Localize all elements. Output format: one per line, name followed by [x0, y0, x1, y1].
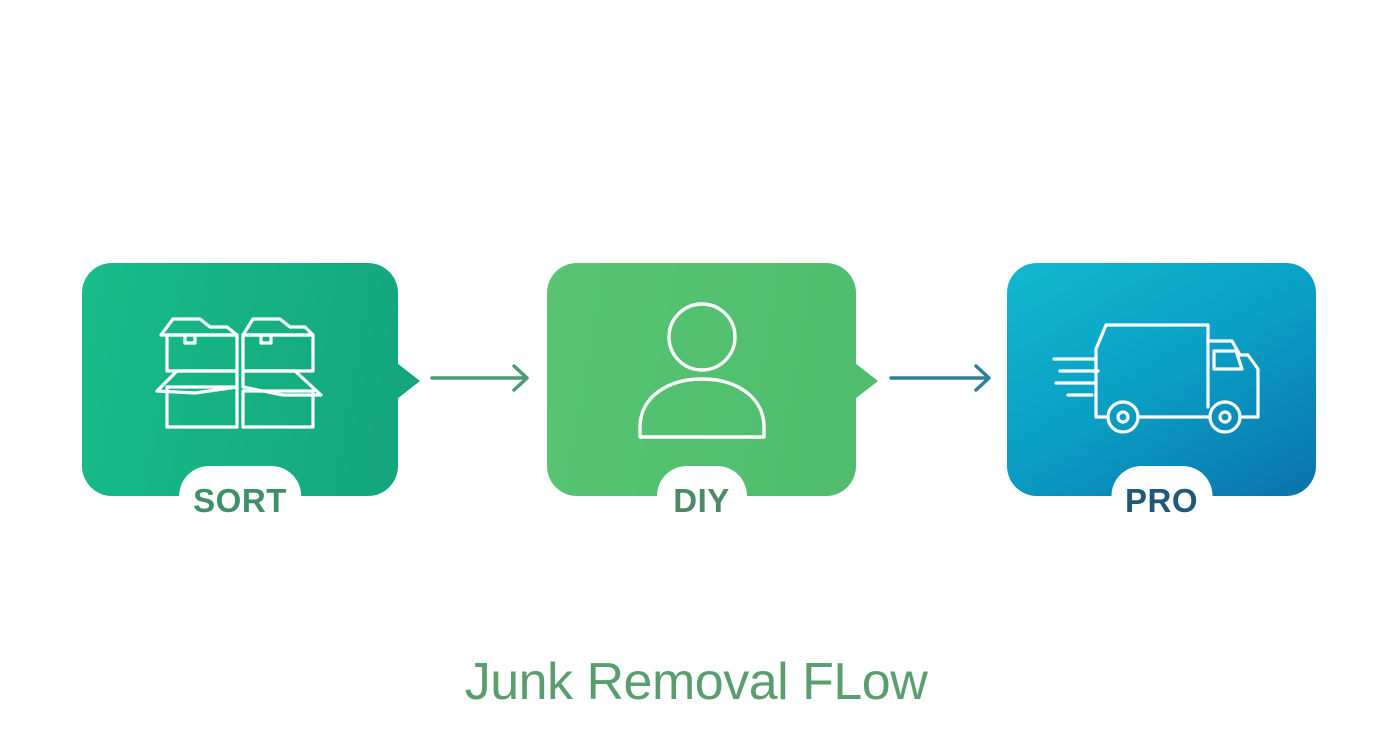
delivery-truck-icon	[1051, 323, 1260, 434]
step-card-pro: PRO	[1007, 263, 1316, 526]
step-label-pill: DIY	[656, 466, 747, 526]
card-pointer	[397, 363, 420, 399]
step-label-diy: DIY	[673, 482, 730, 519]
diagram-title: Junk Removal FLow	[464, 653, 928, 711]
person-icon	[637, 302, 766, 439]
step-label-pro: PRO	[1124, 482, 1199, 519]
step-label-pill: PRO	[1110, 466, 1213, 526]
arrow-sort-to-diy	[430, 364, 529, 392]
step-label-pill: SORT	[179, 466, 301, 526]
step-card-sort: SORT	[82, 263, 420, 526]
card-pointer	[855, 363, 878, 399]
arrow-diy-to-pro	[889, 364, 991, 392]
open-boxes-icon	[155, 317, 323, 429]
step-card-diy: DIY	[547, 263, 878, 526]
step-label-sort: SORT	[193, 482, 287, 519]
